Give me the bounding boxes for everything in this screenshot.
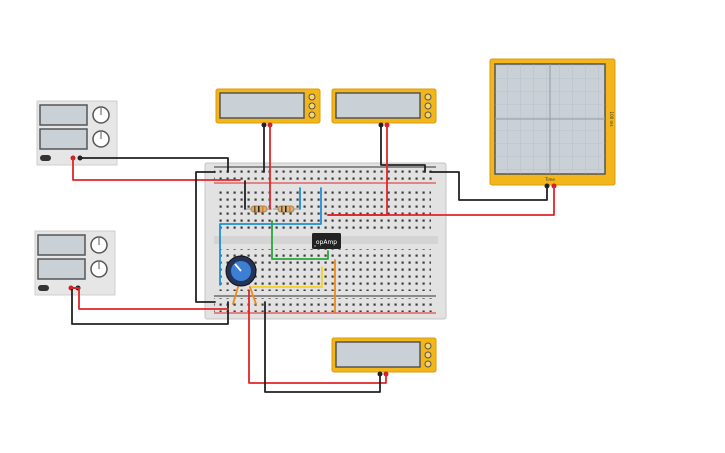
output-toggle[interactable] bbox=[40, 155, 51, 161]
current-display bbox=[37, 258, 86, 280]
opamp-label: opAmp bbox=[316, 239, 337, 246]
dial-icon[interactable] bbox=[424, 342, 432, 350]
voltage-display bbox=[37, 234, 86, 256]
dial-icon[interactable] bbox=[424, 351, 432, 359]
meter-display bbox=[219, 92, 305, 119]
multimeter-2[interactable] bbox=[331, 88, 437, 128]
dial-icon[interactable] bbox=[308, 111, 316, 119]
scope-timebase-label: 100 ms bbox=[609, 112, 614, 127]
output-toggle[interactable] bbox=[38, 285, 49, 291]
current-display bbox=[39, 128, 88, 150]
multimeter-3[interactable] bbox=[331, 337, 437, 377]
dial-icon[interactable] bbox=[424, 102, 432, 110]
power-supply-2[interactable] bbox=[34, 230, 116, 296]
power-supply-1[interactable] bbox=[36, 100, 118, 166]
oscilloscope[interactable]: 100 ms Time bbox=[489, 58, 616, 189]
voltage-display bbox=[39, 104, 88, 126]
potentiometer[interactable] bbox=[225, 255, 257, 287]
scope-time-label: Time bbox=[544, 177, 555, 182]
dial-icon[interactable] bbox=[424, 360, 432, 368]
dial-icon[interactable] bbox=[424, 93, 432, 101]
wires[interactable] bbox=[70, 124, 555, 393]
meter-display bbox=[335, 341, 421, 368]
resistor-2[interactable] bbox=[273, 205, 300, 213]
opamp-chip[interactable]: opAmp bbox=[312, 233, 341, 249]
dial-icon[interactable] bbox=[424, 111, 432, 119]
meter-display bbox=[335, 92, 421, 119]
bottom-power-rail[interactable] bbox=[214, 298, 436, 312]
upper-terminal-strip[interactable] bbox=[219, 190, 431, 232]
dial-icon[interactable] bbox=[308, 102, 316, 110]
multimeter-1[interactable] bbox=[215, 88, 321, 128]
dial-icon[interactable] bbox=[308, 93, 316, 101]
top-power-rail[interactable] bbox=[214, 168, 436, 182]
resistor-1[interactable] bbox=[246, 205, 272, 213]
